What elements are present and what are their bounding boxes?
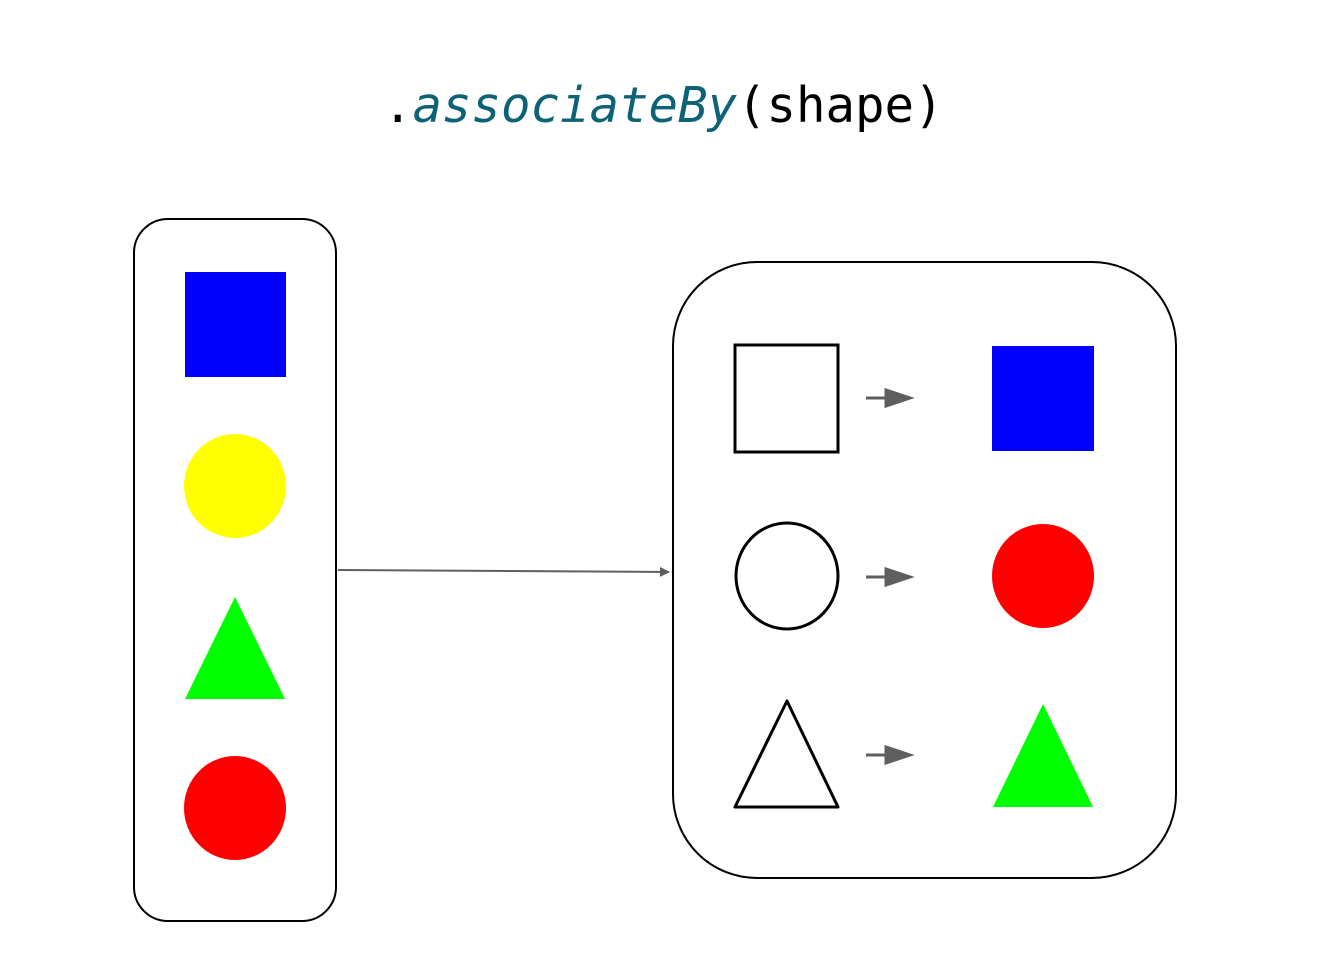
input-green-triangle	[185, 597, 285, 699]
input-red-circle	[184, 756, 286, 860]
output-map	[672, 261, 1177, 879]
transform-arrow	[337, 566, 670, 577]
title-args: (shape)	[737, 77, 944, 134]
title-dot: .	[383, 77, 413, 134]
map-arrow-icon	[866, 387, 915, 409]
input-collection	[133, 218, 337, 922]
input-blue-square	[185, 272, 286, 377]
value-red-circle	[992, 524, 1094, 628]
map-arrow-icon	[866, 566, 915, 588]
key-circle	[734, 521, 840, 631]
value-green-triangle	[993, 704, 1093, 807]
key-square	[733, 343, 840, 454]
title: .associateBy(shape)	[383, 77, 944, 134]
map-arrow-icon	[866, 744, 915, 766]
title-function: associateBy	[413, 77, 738, 134]
key-triangle	[733, 699, 840, 809]
value-blue-square	[992, 346, 1094, 451]
input-yellow-circle	[184, 434, 286, 538]
